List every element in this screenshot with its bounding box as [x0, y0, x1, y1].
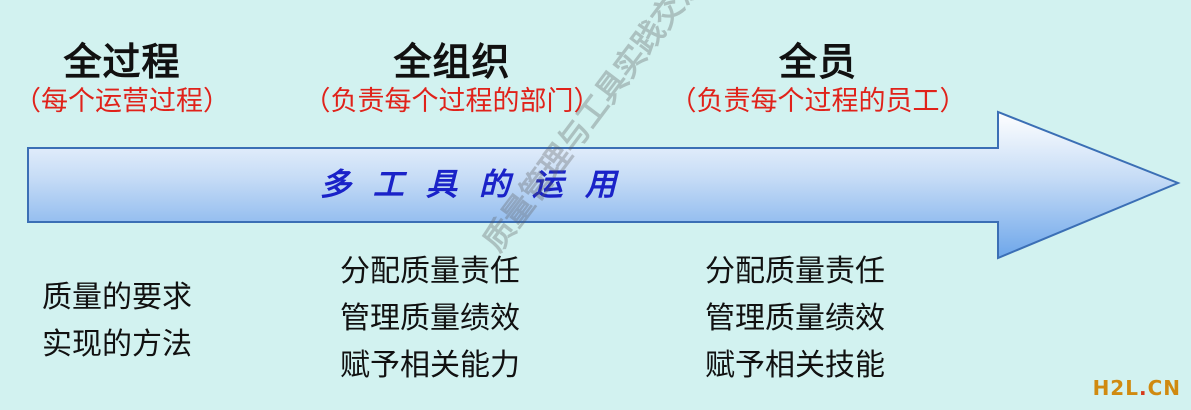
column-head-process: 全过程 （每个运营过程） [2, 40, 242, 120]
column-head-staff: 全员 （负责每个过程的员工） [648, 40, 988, 120]
column-subtitle: （负责每个过程的部门） [303, 86, 601, 117]
text-line: 实现的方法 [42, 327, 192, 362]
column-subtitle: （每个运营过程） [14, 86, 230, 117]
text-block-staff: 分配质量责任 管理质量绩效 赋予相关技能 [705, 248, 885, 389]
text-line: 分配质量责任 [340, 254, 520, 289]
site-logo: H2L.CN [1093, 376, 1181, 400]
column-subtitle: （负责每个过程的员工） [669, 86, 967, 117]
arrow-shape [27, 110, 1181, 260]
arrow-label: 多工具的运用 [320, 167, 638, 203]
column-title: 全组织 [393, 40, 511, 84]
logo-main: H2L [1092, 376, 1139, 400]
text-block-organization: 分配质量责任 管理质量绩效 赋予相关能力 [340, 248, 520, 389]
column-title: 全过程 [63, 40, 181, 84]
text-line: 分配质量责任 [705, 254, 885, 289]
column-title: 全员 [778, 40, 857, 84]
text-line: 质量的要求 [42, 280, 192, 315]
text-line: 管理质量绩效 [705, 301, 885, 336]
text-line: 赋予相关能力 [340, 348, 520, 383]
text-block-process: 质量的要求 实现的方法 [42, 274, 192, 368]
column-head-organization: 全组织 （负责每个过程的部门） [282, 40, 622, 120]
logo-dot: . [1138, 376, 1148, 400]
logo-suffix: CN [1147, 376, 1181, 400]
text-line: 赋予相关技能 [705, 348, 885, 383]
text-line: 管理质量绩效 [340, 301, 520, 336]
